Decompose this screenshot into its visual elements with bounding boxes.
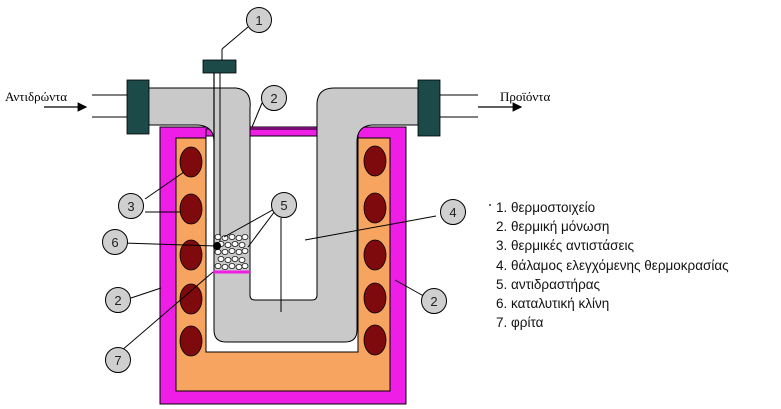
inlet-flange [126, 79, 150, 135]
heater-element [363, 324, 387, 356]
heater-element [363, 145, 387, 177]
heaters-right [363, 145, 387, 356]
heaters-left [179, 146, 203, 357]
svg-text:5: 5 [280, 198, 287, 213]
legend-item-label: 3. θερμικές αντιστάσεις [496, 238, 635, 254]
svg-text:2: 2 [430, 294, 437, 309]
svg-text:1: 1 [255, 13, 262, 28]
outlet-label: Προϊόντα [500, 89, 550, 104]
legend-item-reactor: 5. αντιδραστήρας [496, 275, 729, 294]
callout-2-top: 2 [261, 85, 287, 111]
legend-item-frit: 7. φρίτα [496, 313, 729, 332]
heater-element [179, 283, 203, 315]
svg-text:2: 2 [270, 91, 277, 106]
legend-item-label: 5. αντιδραστήρας [496, 276, 601, 292]
heater-element [179, 239, 203, 271]
svg-text:2: 2 [114, 293, 121, 308]
callout-5: 5 [271, 192, 297, 218]
heater-element [179, 146, 203, 178]
callout-6: 6 [102, 229, 128, 255]
svg-text:3: 3 [127, 199, 134, 214]
heater-element [363, 192, 387, 224]
leader-lines [120, 26, 437, 352]
heater-element [179, 325, 203, 357]
legend-item-label: 7. φρίτα [496, 315, 544, 331]
legend-item-catalyst-bed: 6. καταλυτική κλίνη [496, 294, 729, 313]
svg-text:6: 6 [111, 235, 118, 250]
thermocouple-head [202, 59, 237, 74]
legend-item-chamber: 4. θάλαμος ελεγχόμενης θερμοκρασίας [496, 256, 729, 275]
legend-item-label: 1. θερμοστοιχείο [496, 200, 596, 215]
thermocouple-tip [213, 242, 221, 250]
callout-3: 3 [118, 193, 144, 219]
callout-2-left: 2 [105, 287, 131, 313]
legend-item-label: 6. καταλυτική κλίνη [496, 296, 610, 312]
legend-item-thermocouple: 1. θερμοστοιχείο [489, 198, 729, 217]
legend-bullet-mark [489, 204, 491, 206]
heater-element [363, 239, 387, 271]
legend-item-label: 2. θερμική μόνωση [496, 219, 610, 235]
callout-7: 7 [105, 347, 131, 373]
outlet-flange [417, 79, 441, 137]
callout-4: 4 [440, 199, 466, 225]
legend-item-label: 4. θάλαμος ελεγχόμενης θερμοκρασίας [496, 257, 729, 273]
heater-element [179, 193, 203, 225]
heater-element [363, 282, 387, 314]
svg-text:7: 7 [114, 353, 121, 368]
callout-1: 1 [246, 7, 272, 33]
svg-text:4: 4 [449, 205, 456, 220]
callouts: 1 2 3 4 5 6 2 2 [102, 7, 466, 373]
legend-item-insulation: 2. θερμική μόνωση [496, 217, 729, 236]
legend: 1. θερμοστοιχείο 2. θερμική μόνωση 3. θε… [489, 198, 729, 332]
callout-2-right: 2 [421, 288, 447, 314]
inlet-label: Αντιδρώντα [5, 89, 67, 104]
legend-item-resistances: 3. θερμικές αντιστάσεις [496, 236, 729, 255]
